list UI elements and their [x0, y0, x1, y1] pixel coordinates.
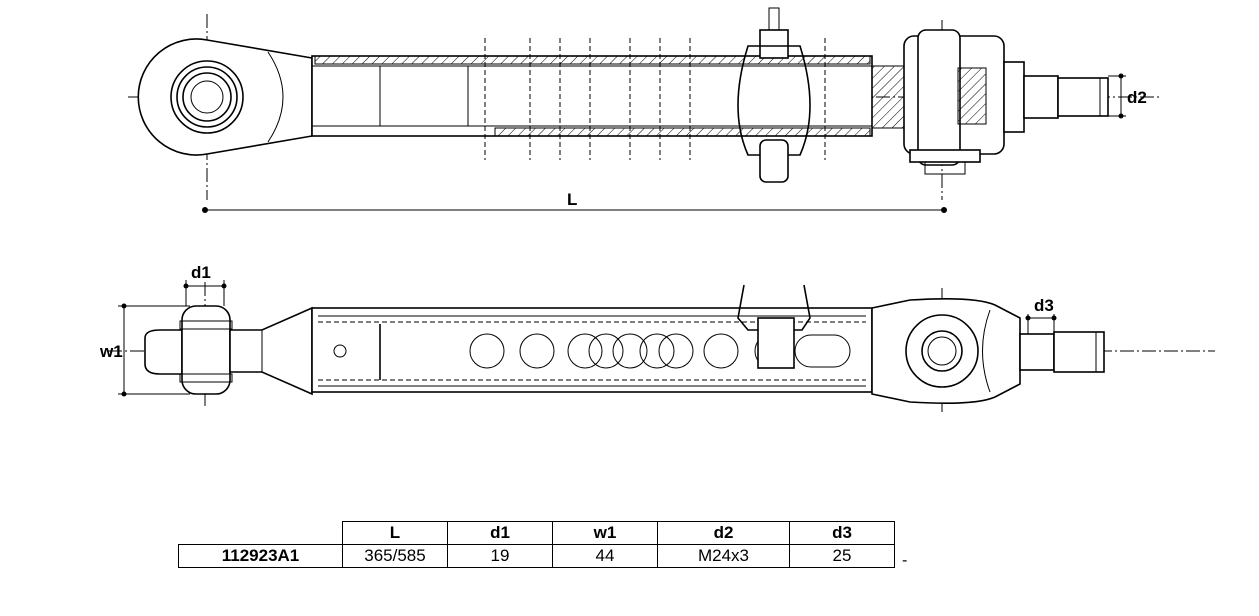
dimension-d2: d2	[1108, 73, 1147, 119]
label-d1: d1	[191, 263, 211, 282]
top-view: d2 L	[128, 7, 1160, 213]
dimension-d1: d1	[183, 263, 227, 306]
cell-d1: 19	[447, 544, 553, 568]
header-blank	[178, 521, 343, 545]
eye-end-side	[871, 297, 1105, 405]
clevis-end-top	[871, 29, 1109, 175]
cell-d3: 25	[789, 544, 895, 568]
header-d2: d2	[657, 521, 790, 545]
trailing-mark: -	[902, 552, 908, 569]
lock-pin-side	[737, 284, 811, 369]
header-L: L	[342, 521, 448, 545]
adjuster-tube-top	[311, 38, 873, 160]
header-d3: d3	[789, 521, 895, 545]
label-w1: w1	[99, 342, 123, 361]
spec-table: L d1 w1 d2 d3 112923A1 365/585 19 44 M24…	[178, 521, 895, 568]
cell-d2: M24x3	[657, 544, 790, 568]
ball-eye-end-top	[137, 38, 313, 156]
dimension-L: L	[202, 190, 947, 213]
table-row: 112923A1 365/585 19 44 M24x3 25	[178, 544, 895, 568]
label-d3: d3	[1034, 296, 1054, 315]
side-view: d1 w1	[99, 263, 1215, 414]
lock-pin-top	[737, 7, 811, 183]
dimension-w1: w1	[99, 303, 190, 397]
label-d2: d2	[1127, 88, 1147, 107]
part-number: 112923A1	[178, 544, 343, 568]
label-L: L	[567, 190, 577, 209]
ball-eye-end-side	[144, 305, 313, 396]
header-w1: w1	[552, 521, 658, 545]
cell-w1: 44	[552, 544, 658, 568]
cell-L: 365/585	[342, 544, 448, 568]
header-d1: d1	[447, 521, 553, 545]
table-header-row: L d1 w1 d2 d3	[178, 521, 895, 545]
dimension-d3: d3	[1025, 296, 1057, 334]
